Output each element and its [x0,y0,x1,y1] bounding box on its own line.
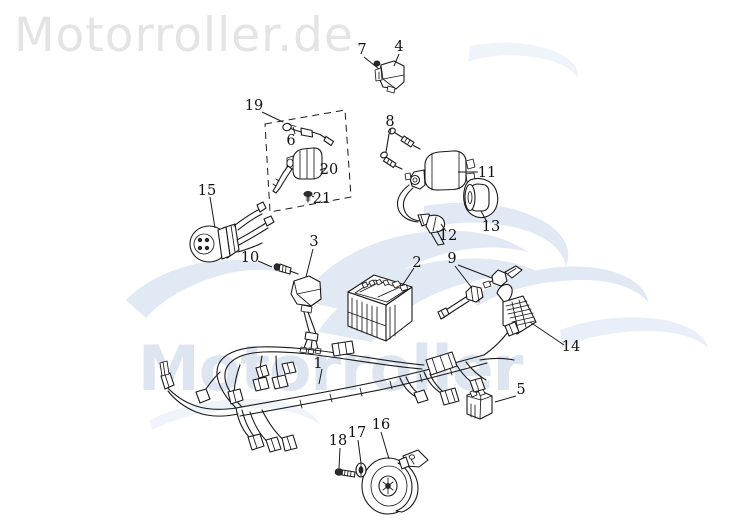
part-10-screw [273,263,299,275]
callout-16: 16 [372,417,390,433]
part-20-ignition-switch [272,147,323,194]
part-13-plug-boot [463,177,499,219]
watermark-top: Motorroller.de [14,8,354,63]
callout-7: 7 [357,42,366,58]
callout-13: 13 [482,219,500,235]
callout-21: 21 [313,191,331,207]
callout-19: 19 [245,98,263,114]
part-14-fuse-holder [496,283,537,335]
part-17-horn-washer [355,462,367,478]
part-15-flasher-relay [189,201,275,263]
callout-1: 1 [313,356,322,372]
part-18-horn-bolt [334,468,356,478]
callout-14: 14 [562,339,580,355]
callout-9: 9 [447,251,456,267]
part-12-spark-plug-lead [396,184,446,246]
part-2-battery [347,274,413,342]
part-4-cdi-unit [374,60,405,94]
callout-18: 18 [329,433,347,449]
part-21-lock-screw [303,191,313,203]
callout-8: 8 [385,114,394,130]
callout-20: 20 [320,162,338,178]
callout-numbers: 1 2 3 4 5 6 7 8 9 10 11 12 13 14 15 16 1… [198,39,580,449]
callout-6: 6 [286,133,295,149]
callout-5: 5 [516,382,525,398]
part-8-coil-bolts [380,127,421,170]
part-7-cdi-connector [373,60,381,67]
part-5-relay [466,388,493,420]
callout-12: 12 [439,228,457,244]
part-11-ignition-coil [404,150,476,191]
callout-11: 11 [478,165,496,181]
lockset-dashed-box [264,109,352,213]
callout-15: 15 [198,183,216,199]
callout-4: 4 [394,39,403,55]
callout-10: 10 [241,250,259,266]
callout-2: 2 [412,255,421,271]
part-9-spark-plugs [437,265,523,320]
part-1-wiring-harness [159,321,520,453]
callout-3: 3 [309,234,318,250]
part-6-seat-lock-cable [282,122,335,147]
leader-lines [209,53,565,469]
part-16-horn [361,449,429,515]
callout-17: 17 [348,425,366,441]
part-3-regulator-rectifier [290,275,322,355]
